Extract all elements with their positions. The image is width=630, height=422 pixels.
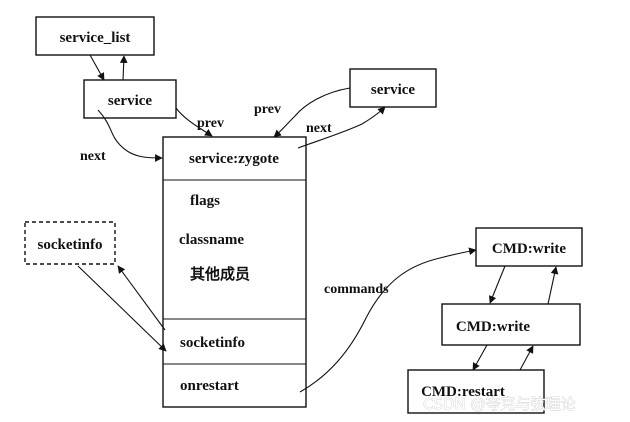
commands-label: commands [324,282,389,297]
service-left-node: service [83,79,177,119]
zygote-header-label: service:zygote [189,151,279,167]
zygote-struct: service:zygote flags classname 其他成员 sock… [162,136,307,408]
prev-right-label: prev [254,102,281,117]
next-left-label: next [80,149,106,164]
socketinfo-to-box-arrow [117,265,166,331]
service-left-label: service [108,93,152,109]
socketinfo-node: socketinfo [24,221,116,265]
cmd-write-1-node: CMD:write [475,227,583,267]
service-list-node: service_list [35,16,155,56]
socketinfo-field: socketinfo [180,335,245,351]
service-to-list-arrow [119,55,128,81]
next-left-arrow [97,109,163,162]
cmd-restart-to-write2-arrow [519,345,534,371]
classname-field: classname [179,232,244,248]
box-to-socketinfo-arrow [77,265,167,352]
commands-arrow [299,247,477,393]
prev-right-arrow [273,87,351,138]
cmd-write2-to-restart-arrow [472,344,488,371]
cmd-write-2-label: CMD:write [456,319,530,335]
next-right-arrow [297,106,386,149]
flags-field: flags [190,193,220,209]
service-right-label: service [371,82,415,98]
onrestart-field: onrestart [180,378,239,394]
socketinfo-node-label: socketinfo [38,237,103,253]
cmd-restart-label: CMD:restart [421,384,505,400]
cmd-write-1-label: CMD:write [492,241,566,257]
prev-left-label: prev [197,116,224,131]
prev-left-arrow [175,107,213,137]
watermark: CSDN @夸克与弦理论 [423,395,576,413]
service-right-node: service [349,68,437,108]
cmd-write-2-node: CMD:write [441,303,581,346]
service-list-label: service_list [60,30,131,46]
list-to-service-arrow [89,54,105,81]
cmd-write1-to-write2-arrow [489,265,506,304]
other-members-field: 其他成员 [190,265,250,283]
next-right-label: next [306,121,332,136]
cmd-write2-to-write1-arrow [547,266,559,305]
cmd-restart-node: CMD:restart [407,369,545,414]
